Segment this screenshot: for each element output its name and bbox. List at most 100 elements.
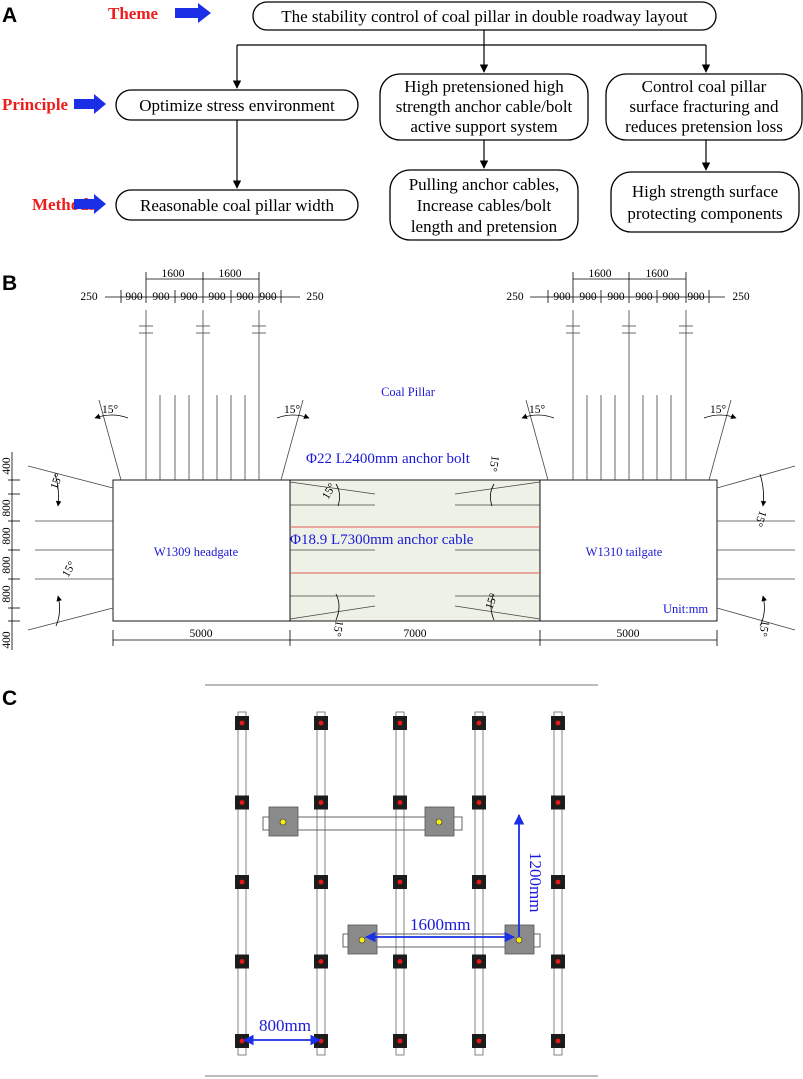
method-2-line-2: Increase cables/bolt bbox=[417, 196, 552, 215]
bottom-width-middle: 7000 bbox=[404, 628, 427, 640]
side-spacing-2: 800 bbox=[1, 499, 13, 517]
cable-plate-2 bbox=[424, 806, 455, 837]
bottom-width-left: 5000 bbox=[190, 628, 213, 640]
angle-label-5: 15° bbox=[49, 471, 66, 491]
top-right-spacing-5: 900 bbox=[635, 291, 653, 303]
bolt-head-r5-c4 bbox=[476, 1038, 482, 1044]
angle-label-1: 15° bbox=[102, 404, 119, 416]
top-right-group-1: 1600 bbox=[589, 268, 612, 280]
anchor-cable-label: Φ18.9 L7300mm anchor cable bbox=[290, 532, 474, 548]
side-spacing-4: 800 bbox=[1, 556, 13, 574]
angle-label-8: 15° bbox=[756, 619, 771, 637]
bolt-head-r3-c4 bbox=[476, 879, 482, 885]
top-left-spacing-4: 900 bbox=[180, 291, 198, 303]
tag-theme: Theme bbox=[108, 4, 159, 23]
method-3-line-1: High strength surface bbox=[632, 182, 778, 201]
bolt-head-r2-c5 bbox=[555, 800, 561, 805]
bolt-head-r1-c5 bbox=[555, 720, 561, 726]
method-2-line-1: Pulling anchor cables, bbox=[409, 175, 560, 194]
panel-a: A Theme Principle Methods The stability … bbox=[2, 1, 803, 241]
bolt-head-r1-c4 bbox=[476, 720, 482, 726]
top-left-spacing-7: 900 bbox=[259, 291, 277, 303]
side-spacing-3: 800 bbox=[1, 527, 13, 545]
bolt-head-r4-c1 bbox=[239, 959, 245, 964]
top-left-group-1: 1600 bbox=[162, 268, 185, 280]
top-right-spacing-2: 900 bbox=[553, 291, 571, 303]
bolt-head-r4-c2 bbox=[318, 959, 324, 964]
left-roadway bbox=[112, 479, 291, 622]
principle-1-line-1: Optimize stress environment bbox=[139, 96, 335, 115]
method-box-1 bbox=[115, 189, 359, 221]
cable-strap-upper bbox=[262, 816, 463, 831]
principle-box-3 bbox=[605, 73, 803, 141]
principle-3-line-1: Control coal pillar bbox=[642, 77, 767, 96]
top-left-spacing-5: 900 bbox=[208, 291, 226, 303]
top-left-spacing-2: 900 bbox=[125, 291, 143, 303]
bolt-head-r5-c5 bbox=[555, 1038, 561, 1044]
top-right-spacing-3: 900 bbox=[579, 291, 597, 303]
panel-a-letter: A bbox=[2, 4, 17, 27]
top-right-spacing-8: 250 bbox=[732, 291, 750, 303]
principle-2-line-2: strength anchor cable/bolt bbox=[396, 97, 573, 116]
principle-2-line-3: active support system bbox=[410, 117, 557, 136]
top-right-spacing-7: 900 bbox=[687, 291, 705, 303]
method-2-line-3: length and pretension bbox=[411, 217, 558, 236]
top-right-spacing-4: 900 bbox=[607, 291, 625, 303]
coal-pillar-label: Coal Pillar bbox=[381, 385, 436, 399]
bolt-head-r5-c3 bbox=[397, 1038, 403, 1044]
right-roadway bbox=[539, 479, 718, 622]
top-left-group-2: 1600 bbox=[219, 268, 242, 280]
bottom-spacing-label: 800mm bbox=[259, 1016, 311, 1035]
method-3-line-2: protecting components bbox=[627, 204, 782, 223]
panel-c-letter: C bbox=[2, 687, 17, 710]
method-1-line-1: Reasonable coal pillar width bbox=[140, 196, 335, 215]
principle-2-line-1: High pretensioned high bbox=[404, 77, 564, 96]
angle-label-2: 15° bbox=[284, 404, 301, 416]
side-spacing-1: 400 bbox=[1, 457, 13, 475]
principle-arrow-icon bbox=[74, 94, 106, 114]
bolt-head-r3-c5 bbox=[555, 879, 561, 885]
methods-arrow-icon bbox=[74, 194, 106, 214]
angle-label-7: 15° bbox=[752, 509, 769, 529]
bolt-head-r3-c1 bbox=[239, 879, 245, 885]
right-roadway-label: W1310 tailgate bbox=[586, 545, 663, 559]
angle-label-10: 15° bbox=[486, 454, 501, 472]
method-box-2 bbox=[389, 169, 579, 241]
theme-arrow-icon bbox=[175, 3, 211, 23]
left-roadway-label: W1309 headgate bbox=[154, 545, 239, 559]
top-left-spacing-1: 250 bbox=[80, 291, 98, 303]
anchor-bolt-label: Φ22 L2400mm anchor bolt bbox=[306, 451, 471, 467]
top-right-group-2: 1600 bbox=[646, 268, 669, 280]
tag-principle: Principle bbox=[2, 95, 69, 114]
side-spacing-6: 400 bbox=[1, 631, 13, 649]
vertical-spacing-label: 1200mm bbox=[526, 852, 545, 912]
top-right-spacing-6: 900 bbox=[662, 291, 680, 303]
bolt-head-r1-c2 bbox=[318, 720, 324, 726]
top-left-spacing-3: 900 bbox=[152, 291, 170, 303]
principle-3-line-2: surface fracturing and bbox=[629, 97, 779, 116]
bolt-head-r3-c3 bbox=[397, 879, 403, 885]
bolt-head-r4-c5 bbox=[555, 959, 561, 964]
cable-plate-3 bbox=[347, 924, 378, 955]
unit-label: Unit:mm bbox=[663, 602, 708, 616]
bolt-head-r4-c3 bbox=[397, 959, 403, 964]
panel-b-letter: B bbox=[2, 272, 17, 295]
panel-c: C 1200mm 1600mm 800mm bbox=[2, 684, 598, 1077]
method-box-3 bbox=[610, 171, 800, 233]
top-right-spacing-1: 250 bbox=[506, 291, 524, 303]
bolt-head-r2-c1 bbox=[239, 800, 245, 805]
bolt-head-r4-c4 bbox=[476, 959, 482, 964]
angle-label-4: 15° bbox=[710, 404, 727, 416]
bolt-head-r3-c2 bbox=[318, 879, 324, 885]
bolt-head-r1-c1 bbox=[239, 720, 245, 726]
grid-rods bbox=[235, 711, 565, 1056]
coal-pillar-region bbox=[289, 479, 541, 622]
cable-plate-1 bbox=[268, 806, 299, 837]
bolt-head-r2-c2 bbox=[318, 800, 324, 805]
bottom-width-right: 5000 bbox=[617, 628, 640, 640]
angle-label-12: 15° bbox=[484, 591, 501, 611]
angle-label-11: 15° bbox=[330, 619, 345, 637]
angle-label-6: 15° bbox=[60, 559, 79, 579]
bolt-head-r2-c3 bbox=[397, 800, 403, 805]
